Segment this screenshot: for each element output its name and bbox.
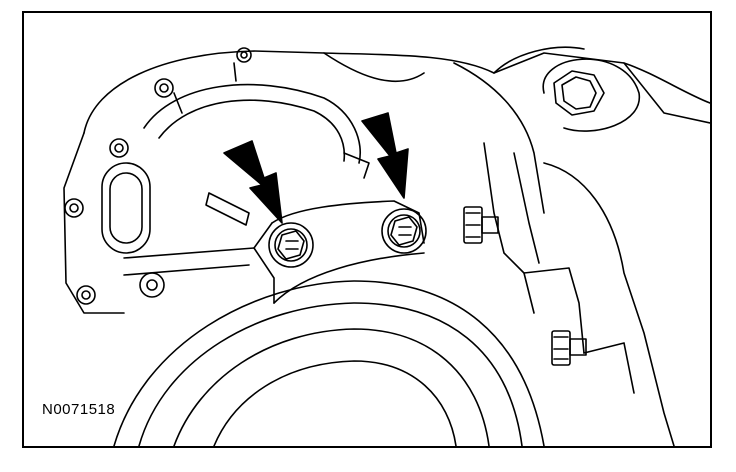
cam-window (101, 162, 151, 254)
side-bolt-lower (551, 330, 587, 366)
tensioner-bolt-left (268, 222, 314, 268)
cover-bolt-5 (236, 47, 252, 63)
arrow-left-icon (223, 140, 283, 224)
cover-bolt-3 (64, 198, 84, 218)
figure-frame: N0071518 (22, 11, 712, 448)
timing-cover (143, 62, 370, 179)
alternator-bracket (483, 142, 675, 446)
tensioner-bracket (123, 200, 425, 304)
figure-id-label: N0071518 (40, 401, 118, 418)
slot-opening (205, 192, 250, 226)
arrow-right-icon (361, 112, 409, 199)
engine-housing (63, 46, 710, 314)
cover-bolt-2 (109, 138, 129, 158)
idler-bolt-hex (542, 58, 640, 132)
cover-bolt-1 (154, 78, 174, 98)
engine-illustration (63, 46, 710, 446)
crankshaft-pulley (113, 280, 545, 446)
tensioner-bolt-right (381, 208, 427, 254)
cover-bolt-4 (76, 285, 96, 305)
side-bolt-upper (463, 206, 499, 244)
